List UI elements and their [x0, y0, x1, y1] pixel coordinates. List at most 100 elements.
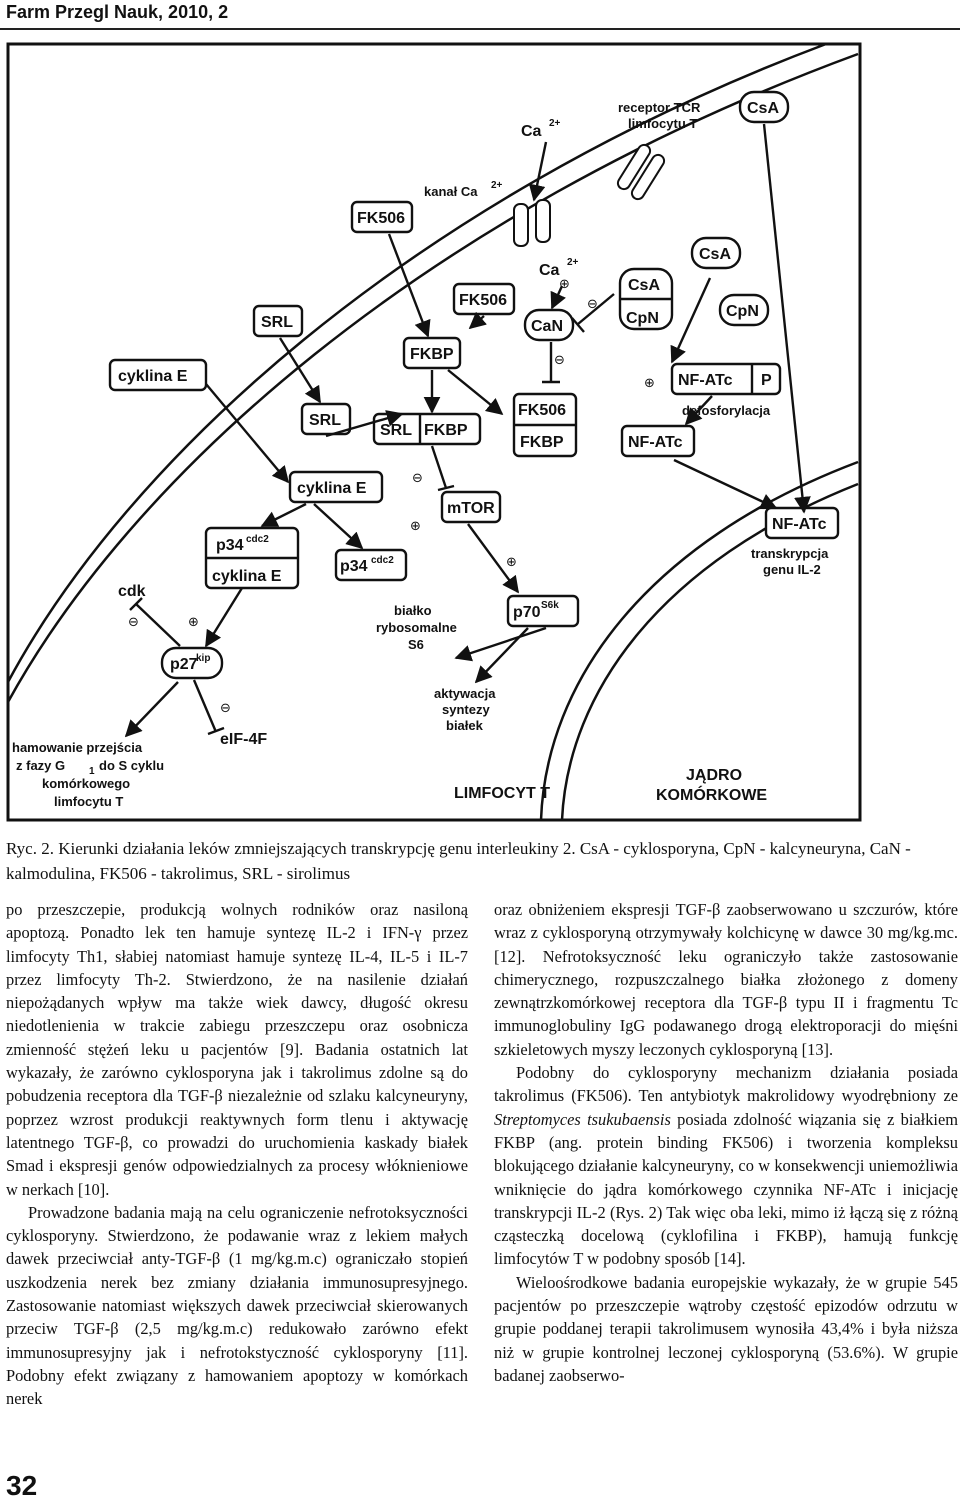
csa-right: CsA — [699, 246, 731, 263]
aktywacja-3: białek — [446, 718, 484, 733]
p70-box — [506, 594, 580, 628]
bialko-2: rybosomalne — [376, 620, 457, 635]
cpn-right-box — [718, 293, 770, 327]
right-column: oraz obniżeniem ekspresji TGF-β zaobserw… — [494, 898, 958, 1387]
fkbp: FKBP — [410, 346, 454, 363]
nfatc-deph-box — [620, 424, 696, 458]
transkrypcja-2: genu IL-2 — [763, 562, 821, 577]
aktywacja-2: syntezy — [442, 702, 490, 717]
ca-top: Ca — [521, 123, 542, 140]
running-header: Farm Przegl Nauk, 2010, 2 — [6, 2, 229, 22]
p70-sup: S6k — [541, 600, 559, 611]
calcium-channel-icon — [513, 199, 551, 247]
inhibition-lines — [129, 293, 615, 736]
plus-symbol: ⊕ — [506, 555, 517, 570]
channel-label-sup: 2+ — [491, 180, 503, 191]
hamowanie-2: z fazy G — [16, 758, 65, 773]
minus-symbol: ⊖ — [128, 615, 139, 630]
cpn-mid: CpN — [626, 310, 659, 327]
right-paragraph-2-end: posiada zdolność wiązania się z białkiem… — [494, 1109, 958, 1269]
figure-caption: Ryc. 2. Kierunki działania leków zmniejs… — [6, 839, 911, 883]
plus-symbol: ⊕ — [644, 376, 655, 391]
hamowanie-4: komórkowego — [42, 776, 130, 791]
can: CaN — [531, 318, 563, 335]
left-paragraph-1: po przeszczepie, produkcją wolnych rodni… — [6, 900, 468, 1199]
tcr-receptor-icon — [616, 143, 666, 201]
p34-cyk-cyk: cyklina E — [212, 568, 282, 585]
mtor-box — [440, 490, 502, 524]
bialko-3: S6 — [408, 637, 424, 652]
ca-inner: Ca — [539, 262, 560, 279]
minus-symbol: ⊖ — [587, 297, 598, 312]
cyklina-e-top-box — [108, 358, 208, 392]
cell-membrane — [6, 42, 827, 683]
srl-top-box — [252, 304, 304, 338]
ca-top-sup: 2+ — [549, 118, 561, 129]
left-paragraph-2: Prowadzone badania mają na celu ogranicz… — [6, 1202, 468, 1409]
minus-symbol: ⊖ — [220, 701, 231, 716]
plus-symbol: ⊕ — [559, 277, 570, 292]
left-column: po przeszczepie, produkcją wolnych rodni… — [6, 898, 468, 1411]
p27: p27 — [170, 656, 198, 673]
hamowanie-sub: 1 — [89, 766, 95, 777]
srl-fkbp-srl: SRL — [380, 422, 412, 439]
nfatc-deph: NF-ATc — [628, 434, 683, 451]
csa-top: CsA — [747, 100, 779, 117]
p34-single-box — [334, 548, 408, 582]
fk506-top: FK506 — [357, 210, 405, 227]
fk506-fkbp-fkbp: FKBP — [520, 434, 564, 451]
csa-right-box — [690, 236, 742, 270]
page-number: 32 — [6, 1470, 38, 1501]
srl-top: SRL — [261, 314, 293, 331]
cpn-right: CpN — [726, 303, 759, 320]
p34-single-sup: cdc2 — [371, 555, 394, 566]
right-paragraph-3: Wieloośrodkowe badania europejskie wykaz… — [494, 1272, 958, 1385]
nfatc-nucleus: NF-ATc — [772, 516, 827, 533]
cell-membrane-inner — [6, 52, 859, 703]
mtor: mTOR — [447, 500, 495, 517]
species-name: Streptomyces tsukubaensis — [494, 1109, 671, 1129]
eif: eIF-4F — [220, 731, 267, 748]
nfatc-p-nf: NF-ATc — [678, 372, 733, 389]
srl-mid-box — [300, 402, 352, 436]
defosforylacja: defosforylacja — [682, 403, 771, 418]
hamowanie-1: hamowanie przejścia — [12, 740, 143, 755]
p34-single: p34 — [340, 558, 368, 575]
nfatc-p-p: P — [761, 372, 772, 389]
cyklina-e-mid: cyklina E — [297, 480, 367, 497]
jadro-label-2: KOMÓRKOWE — [656, 785, 767, 804]
minus-symbol: ⊖ — [554, 353, 565, 368]
can-box — [523, 308, 575, 342]
receptor-label-2: limfocytu T — [628, 116, 697, 131]
channel-label: kanał Ca — [424, 184, 478, 199]
p70: p70 — [513, 604, 541, 621]
p27-box — [160, 646, 224, 680]
plus-symbol: ⊕ — [410, 519, 421, 534]
hamowanie-5: limfocytu T — [54, 794, 123, 809]
csa-top-box — [738, 90, 790, 124]
fkbp-box — [402, 336, 462, 370]
receptor-label-1: receptor TCR — [618, 100, 701, 115]
limfocyt-label: LIMFOCYT T — [454, 785, 550, 802]
fk506-top-box — [350, 200, 414, 234]
figure-diagram: receptor TCR limfocytu T Ca 2+ kanał Ca … — [6, 42, 862, 822]
p27-sup: kip — [196, 653, 210, 664]
pathway-diagram: receptor TCR limfocytu T Ca 2+ kanał Ca … — [6, 42, 862, 822]
plus-symbol: ⊕ — [188, 615, 199, 630]
header-rule — [0, 28, 960, 30]
ca-inner-sup: 2+ — [567, 257, 579, 268]
p34-cyk-p34: p34 — [216, 537, 244, 554]
right-paragraph-2: Podobny do cyklosporyny mechanizm działa… — [494, 1061, 958, 1271]
cyklina-e-mid-box — [288, 470, 384, 504]
jadro-label-1: JĄDRO — [686, 767, 742, 784]
right-paragraph-1: oraz obniżeniem ekspresji TGF-β zaobserw… — [494, 900, 958, 1059]
fk506-fkbp-fk: FK506 — [518, 402, 566, 419]
p34-cyk-sup: cdc2 — [246, 534, 269, 545]
srl-fkbp-fkbp: FKBP — [424, 422, 468, 439]
cyklina-e-top: cyklina E — [118, 368, 188, 385]
transkrypcja-1: transkrypcja — [751, 546, 829, 561]
csa-mid: CsA — [628, 277, 660, 294]
srl-mid: SRL — [309, 412, 341, 429]
arrows — [124, 123, 811, 738]
minus-symbol: ⊖ — [412, 471, 423, 486]
